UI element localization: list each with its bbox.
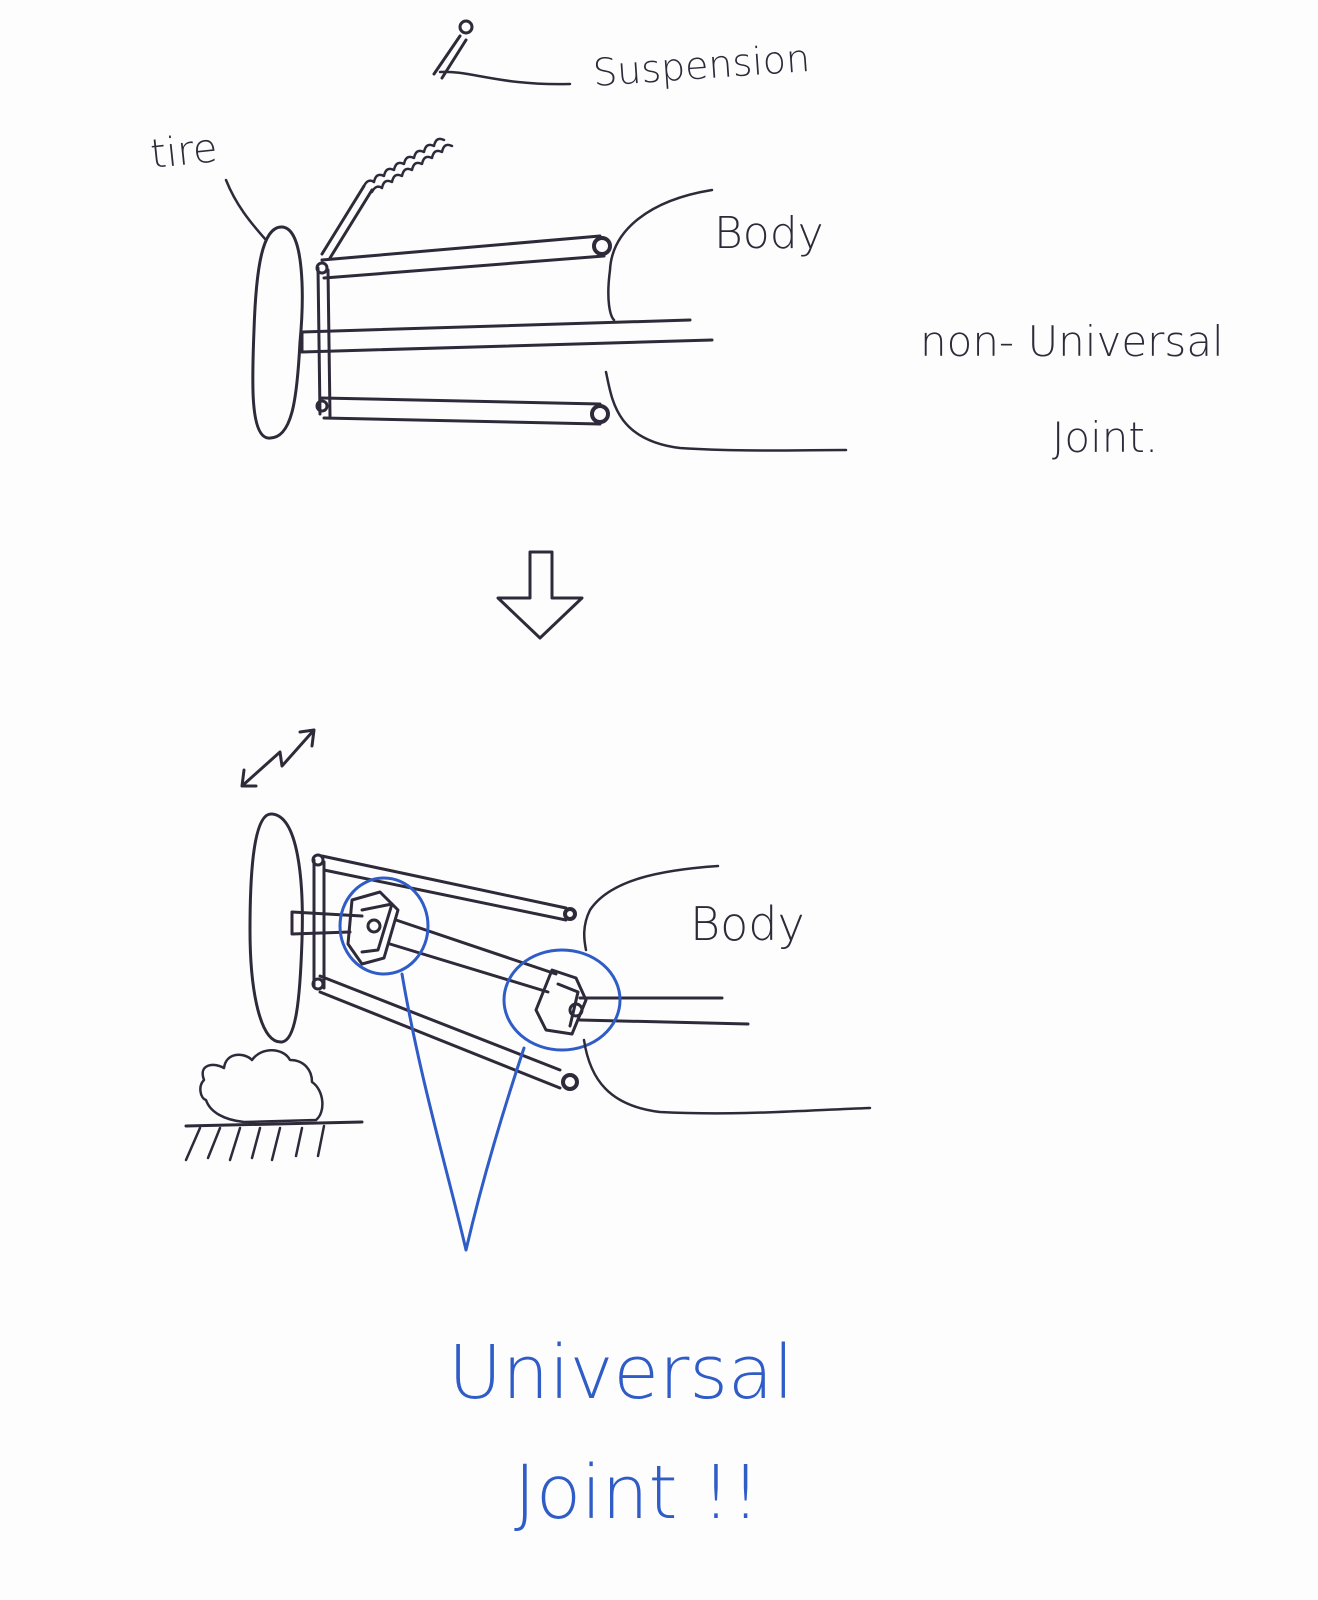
universal-caption-line1: Universal xyxy=(448,1330,794,1416)
bottom-pivot-points xyxy=(311,853,579,1091)
universal-caption-line2: Joint !! xyxy=(514,1450,760,1536)
down-arrow-icon xyxy=(496,550,584,640)
bottom-body-outline xyxy=(583,864,720,952)
universal-joint-inner xyxy=(534,968,588,1036)
suspension-label: Suspension xyxy=(592,36,812,95)
top-drive-shaft xyxy=(300,318,714,354)
bottom-lower-arm xyxy=(318,974,562,1090)
universal-joint-outer xyxy=(346,890,400,966)
non-universal-caption-line1: non- Universal xyxy=(920,317,1224,366)
top-lower-arm xyxy=(320,396,602,426)
double-headed-arrow-icon xyxy=(240,728,316,788)
bottom-upper-arm xyxy=(320,854,568,922)
ground-line xyxy=(184,1120,364,1128)
bottom-body-label: Body xyxy=(690,897,805,951)
top-tire xyxy=(251,225,304,440)
top-suspension-strut xyxy=(320,19,474,260)
non-universal-caption-line2: Joint. xyxy=(1052,413,1158,462)
top-pivot-points xyxy=(315,236,612,424)
bottom-tire xyxy=(248,812,304,1044)
top-diagram: Suspension tire Body non- Universal Join… xyxy=(148,19,1224,462)
top-body-outline xyxy=(607,188,714,322)
suspension-leader-line xyxy=(438,70,572,86)
ground-bump xyxy=(199,1049,324,1124)
joint-highlight-circle-outer xyxy=(338,876,430,976)
bottom-knuckle xyxy=(312,858,326,990)
tire-leader-line xyxy=(224,178,268,242)
top-knuckle xyxy=(316,266,332,418)
bottom-inner-shaft xyxy=(578,996,750,1026)
bottom-diagram: Body Universal Joint !! xyxy=(184,728,872,1536)
joint-highlight-circle-inner xyxy=(502,948,622,1052)
bottom-drive-shaft xyxy=(388,918,558,994)
joint-pointer-lines xyxy=(400,972,526,1252)
top-body-label: Body xyxy=(714,208,824,259)
tire-label: tire xyxy=(148,125,219,178)
top-upper-arm xyxy=(320,234,606,280)
ground-hatching xyxy=(184,1124,326,1162)
